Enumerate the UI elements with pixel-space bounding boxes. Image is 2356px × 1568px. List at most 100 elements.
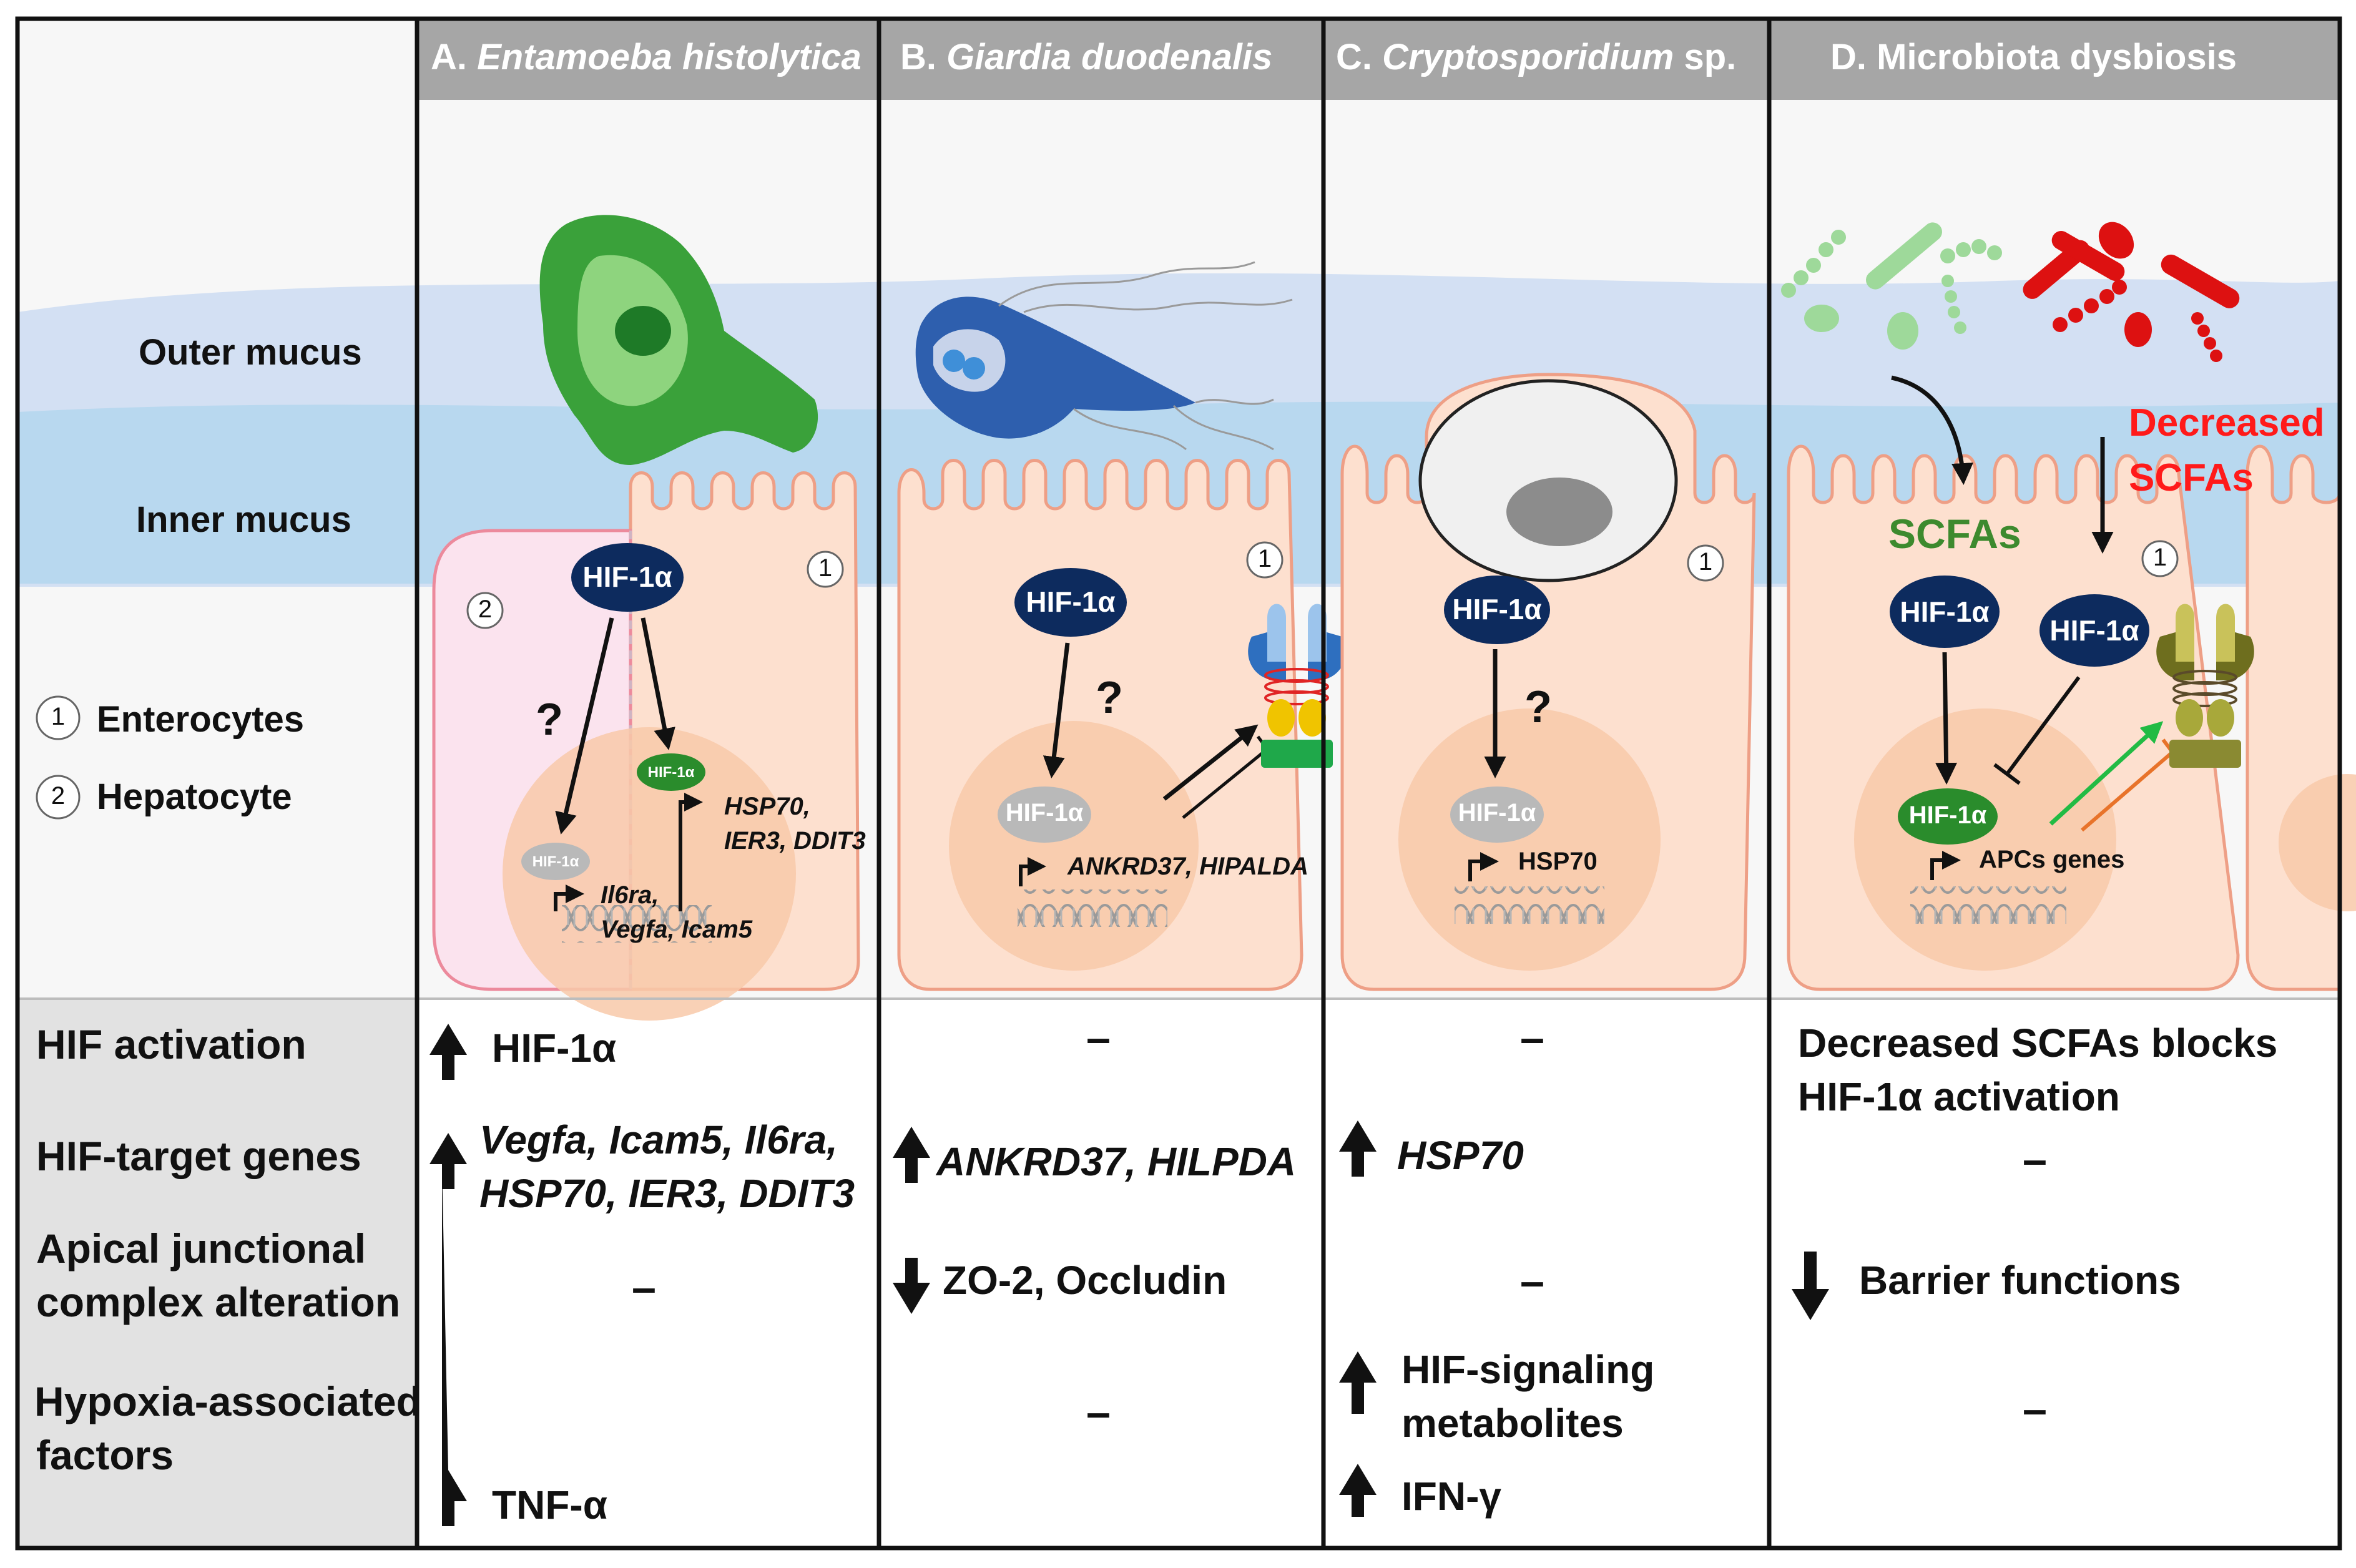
panel-a-cell-num-1: 1 <box>818 554 833 582</box>
panel-a-nuclear-hif-label-inactive: HIF-1α <box>532 853 579 870</box>
b-target-genes: ANKRD37, HILPDA <box>936 1139 1297 1184</box>
header-c: C. Cryptosporidium sp. <box>1336 37 1737 77</box>
panel-d-nucleus <box>1854 708 2116 971</box>
panel-c-cell-num: 1 <box>1698 548 1713 576</box>
b-junction: ZO-2, Occludin <box>943 1258 1227 1303</box>
header-d-title: Microbiota dysbiosis <box>1877 37 2237 77</box>
panel-d-scfa-curved-arrow <box>1891 375 1973 485</box>
panel-a-nucleus <box>503 727 796 1021</box>
panel-d-hif-right <box>2039 594 2149 667</box>
panel-b-cell-num: 1 <box>1257 545 1272 572</box>
arrow-down-d-junction <box>1792 1252 1829 1320</box>
d-genes-dash: – <box>2023 1135 2047 1183</box>
header-a: A. Entamoeba histolytica <box>431 37 861 77</box>
panel-c-hif-label: HIF-1α <box>1452 593 1542 625</box>
c-hif-dash: – <box>1520 1013 1544 1062</box>
a-target-genes-1: Vegfa, Icam5, Il6ra, <box>479 1117 838 1162</box>
legend-num-2: 2 <box>51 782 66 810</box>
entamoeba-nucleus <box>615 306 671 356</box>
panel-b-hif-nuclear <box>998 786 1091 843</box>
arrow-up-c-genes <box>1339 1120 1377 1177</box>
panel-c-genes: HSP70 <box>1518 848 1598 875</box>
row-label-hypoxia-factors-1: Hypoxia-associated <box>34 1378 421 1424</box>
panel-d-hif-left <box>1890 576 2000 648</box>
panel-d-dna <box>1910 886 2066 924</box>
row-label-hypoxia-factors-2: factors <box>36 1432 174 1478</box>
panel-c <box>1340 373 1756 991</box>
outer-mucus-label: Outer mucus <box>139 332 362 373</box>
c-junction-dash: – <box>1520 1257 1544 1305</box>
panel-d-junction-complex <box>2156 604 2254 768</box>
arrow-up-a-hif <box>429 1024 467 1080</box>
panel-c-hif-cytoplasmic <box>1444 576 1550 644</box>
panel-d-decreased-label-1: Decreased <box>2129 401 2325 444</box>
panel-b-promoter-arrow <box>1019 857 1046 886</box>
column-separators <box>415 19 1772 1548</box>
panel-a-hif-nuclear-inactive <box>521 843 590 880</box>
table-label-column <box>17 999 417 1548</box>
a-target-genes-2: HSP70, IER3, DDIT3 <box>479 1171 855 1216</box>
arrow-down-b-junction <box>893 1258 930 1314</box>
c-target-genes: HSP70 <box>1397 1133 1524 1178</box>
c-factors-1-line2: metabolites <box>1401 1401 1624 1446</box>
panel-a-promoter-arrow-1 <box>679 793 703 911</box>
panel-a-hif-nuclear-active <box>637 753 705 791</box>
row-label-apical-junctional-2: complex alteration <box>36 1279 401 1325</box>
giardia-trophozoite <box>915 296 1195 439</box>
b-hif-dash: – <box>1086 1013 1111 1062</box>
panel-a-cell-num-1-circle <box>807 551 844 588</box>
panel-c-dna <box>1455 886 1604 924</box>
panel-d-scfas-label: SCFAs <box>1888 511 2021 557</box>
header-d: D. Microbiota dysbiosis <box>1830 37 2237 77</box>
panel-b-junction-complex <box>1248 604 1346 768</box>
row-label-hif-activation: HIF activation <box>36 1021 307 1067</box>
panel-c-cell-num-circle <box>1687 544 1724 582</box>
legend-circle-1 <box>36 695 81 740</box>
panel-a-arrow-to-nucleus <box>555 617 614 835</box>
a-junction-dash: – <box>632 1263 656 1311</box>
panel-c-nuclear-hif-label: HIF-1α <box>1458 799 1536 826</box>
panel-a-nuclear-hif-label-active: HIF-1α <box>647 764 695 781</box>
row-label-hif-target-genes: HIF-target genes <box>36 1133 361 1179</box>
header-a-species: Entamoeba histolytica <box>477 37 861 77</box>
d-factors-dash: – <box>2023 1384 2047 1433</box>
giardia-nucleus-2 <box>963 357 985 380</box>
panel-b-question: ? <box>1096 673 1123 723</box>
header-b-species: Giardia duodenalis <box>946 37 1273 77</box>
pathobiont-bacteria <box>2023 222 2240 362</box>
a-factors: TNF-α <box>492 1482 608 1527</box>
a-hif-activation: HIF-1α <box>492 1026 617 1071</box>
header-band-c <box>1325 19 1768 100</box>
panel-a-cell-num-2-circle <box>466 592 504 629</box>
giardia-nucleus-1 <box>943 350 965 372</box>
header-band-d <box>1770 19 2340 100</box>
d-junction: Barrier functions <box>1859 1258 2181 1303</box>
panel-b-hif-label: HIF-1α <box>1026 586 1116 618</box>
panel-d-decreased-label-2: SCFAs <box>2129 456 2254 499</box>
panel-d-inhibit-hif <box>1993 676 2081 785</box>
panel-b-arrow-activate <box>1162 724 1259 801</box>
d-hif-activation-2: HIF-1α activation <box>1798 1074 2120 1119</box>
panel-a-genes-il6ra: Il6ra, <box>601 881 659 909</box>
panel-a-promoter-arrow-2 <box>554 884 584 911</box>
legend-circle-2 <box>36 775 81 820</box>
panel-a-arrow-to-active-hif <box>641 617 675 750</box>
header-c-species: Cryptosporidium <box>1382 37 1674 77</box>
commensal-bacteria <box>1781 222 2002 350</box>
panel-b-arrow-to-nucleus <box>1043 642 1070 778</box>
panel-a-dna <box>562 905 712 943</box>
panel-a-hif-cytoplasmic <box>571 543 684 612</box>
header-band-a <box>418 19 877 100</box>
panel-a-hif-label: HIF-1α <box>582 561 672 593</box>
panel-b-hif-cytoplasmic <box>1014 568 1127 637</box>
panel-a-question: ? <box>536 695 563 745</box>
panel-b <box>897 261 1346 991</box>
panel-d-cell-num-circle <box>2141 540 2179 577</box>
panel-a <box>432 215 860 1021</box>
panel-d-arrow-hif-to-nucleus <box>1935 652 1958 785</box>
giardia-flagella <box>998 261 1293 451</box>
panel-b-dna <box>1018 889 1167 927</box>
panel-a-genes-vegfa: Vegfa, Icam5 <box>601 916 753 943</box>
panel-b-genes: ANKRD37, HIPALDA <box>1068 853 1308 880</box>
